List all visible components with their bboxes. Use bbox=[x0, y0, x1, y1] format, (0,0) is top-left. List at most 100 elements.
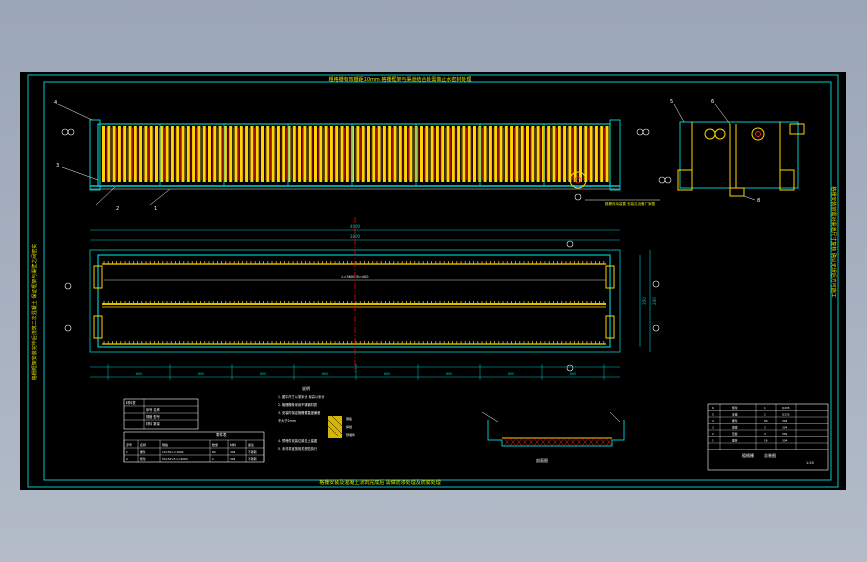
callout-4: 4 bbox=[54, 100, 57, 106]
grate-bar bbox=[133, 126, 137, 182]
parts-cell: 80 bbox=[212, 450, 216, 454]
parts-cell: 304 bbox=[230, 457, 236, 461]
grate-bar bbox=[139, 126, 143, 182]
grate-bar bbox=[292, 126, 296, 182]
parts-header: 备注 bbox=[248, 442, 254, 447]
grate-bar bbox=[192, 126, 196, 182]
sheet-border bbox=[27, 74, 839, 488]
grate-bar bbox=[372, 126, 376, 182]
grate-bar bbox=[271, 126, 275, 182]
grate-bar bbox=[351, 126, 355, 182]
grate-bar bbox=[276, 126, 280, 182]
grate-bar bbox=[600, 126, 604, 182]
drawing-name: 粗格栅 bbox=[742, 452, 754, 458]
bottom-note: 格栅安装及混凝土浇筑完成后 需做防渗处理及防腐处理 bbox=[319, 479, 441, 486]
title-block-cell: 压板 bbox=[732, 432, 738, 436]
grate-bar bbox=[568, 126, 572, 182]
parts-cell: 框架 bbox=[140, 457, 146, 461]
grate-bar bbox=[155, 126, 158, 182]
grate-bar bbox=[584, 126, 588, 182]
plan-view: 4000 3800 L=3600 B=400 350 200 bbox=[64, 217, 660, 380]
note-line: 5. 未尽事宜按相关规范执行 bbox=[278, 446, 318, 451]
grate-bar bbox=[435, 126, 439, 182]
parts-header: 数量 bbox=[212, 442, 218, 447]
grate-bar bbox=[303, 126, 307, 182]
grate-bar bbox=[499, 126, 503, 182]
parts-cell: 50×50×5 L=4000 bbox=[162, 457, 188, 461]
callout-2: 2 bbox=[116, 206, 119, 212]
parts-cell: 栅条 bbox=[140, 450, 146, 454]
dim-segment: 600 bbox=[322, 372, 328, 376]
grate-bar bbox=[245, 126, 249, 182]
grate-bar bbox=[409, 126, 413, 182]
grate-bar bbox=[494, 126, 498, 182]
cad-viewport[interactable]: 粗格栅有效栅距10mm 格栅框架与渠道结合处需做止水密封处理 格栅安装及混凝土浇… bbox=[20, 72, 846, 490]
grate-bar bbox=[308, 126, 312, 182]
title-block-cell: 框架 bbox=[732, 406, 738, 410]
parts-cell: 不锈钢 bbox=[248, 450, 257, 454]
grate-bar bbox=[382, 126, 386, 182]
grate-bar bbox=[298, 126, 302, 182]
parts-cell: 不锈钢 bbox=[248, 457, 257, 461]
grate-bar bbox=[282, 126, 286, 182]
title-block-cell: Q235 bbox=[782, 413, 790, 417]
grate-bar bbox=[117, 126, 121, 182]
grate-bar bbox=[589, 126, 593, 182]
dim-segment: 600 bbox=[384, 372, 390, 376]
parts-header: 序号 bbox=[126, 442, 132, 447]
grate-bar bbox=[573, 126, 577, 182]
grate-bar bbox=[239, 126, 243, 182]
note-line: 不大于2mm bbox=[278, 418, 296, 423]
callout-1: 1 bbox=[154, 206, 157, 212]
grate-bar bbox=[223, 126, 227, 182]
parts-cell: 304 bbox=[230, 450, 236, 454]
title-block-cell: 栅条 bbox=[732, 419, 738, 423]
legend-row: 材料 数量 bbox=[146, 421, 161, 426]
grate-bar bbox=[160, 126, 164, 182]
grate-bar bbox=[579, 126, 582, 182]
grate-bar bbox=[488, 126, 492, 182]
grate-bar bbox=[526, 126, 529, 182]
grate-bar bbox=[451, 126, 455, 182]
note-line: 2. 格栅栅条采用不锈钢材质 bbox=[278, 402, 318, 407]
legend-box: 材料表 序号 名称 规格 型号 材料 数量 bbox=[123, 398, 199, 430]
grate-bar bbox=[605, 126, 609, 182]
grate-bar bbox=[149, 126, 153, 182]
callout-3: 3 bbox=[56, 163, 59, 169]
dim-segment: 600 bbox=[570, 372, 576, 376]
grate-bar bbox=[208, 126, 211, 182]
grate-bar bbox=[594, 126, 598, 182]
grate-bar bbox=[250, 126, 254, 182]
title-block-cell: 16 bbox=[764, 439, 768, 443]
dim-segment: 600 bbox=[198, 372, 204, 376]
grate-bar bbox=[197, 126, 201, 182]
parts-header: 材料 bbox=[230, 442, 236, 447]
grate-bar bbox=[176, 126, 180, 182]
grate-bar bbox=[324, 126, 328, 182]
grate-bar bbox=[457, 126, 461, 182]
detail-label: 钢板 bbox=[346, 416, 352, 421]
grate-bar bbox=[483, 126, 487, 182]
dim-segment: 600 bbox=[446, 372, 452, 376]
grate-bar bbox=[102, 126, 105, 182]
grate-bar bbox=[356, 126, 360, 182]
drawing-scale: 1:20 bbox=[806, 461, 814, 465]
callout-8: 8 bbox=[757, 198, 760, 204]
grate-bar bbox=[552, 126, 556, 182]
grate-bar bbox=[430, 126, 434, 182]
title-block-cell: 2 bbox=[712, 432, 714, 436]
grate-bar bbox=[377, 126, 381, 182]
parts-cell: 2 bbox=[212, 457, 214, 461]
grate-bar bbox=[123, 126, 127, 182]
dim-segment: 600 bbox=[508, 372, 514, 376]
grate-bar bbox=[255, 126, 259, 182]
section-detail: 剖面图 bbox=[481, 411, 625, 463]
title-block-cell: 1 bbox=[764, 406, 766, 410]
title-block-cell: Q235 bbox=[782, 406, 790, 410]
grate-bar bbox=[388, 126, 392, 182]
grate-bar bbox=[266, 126, 270, 182]
left-note: 格栅框架安装完毕后浇筑二次混凝土 保证框架与渠壁之间密实 bbox=[31, 244, 38, 381]
parts-cell: 10×50 L=1000 bbox=[162, 450, 184, 454]
grate-bar bbox=[563, 126, 567, 182]
